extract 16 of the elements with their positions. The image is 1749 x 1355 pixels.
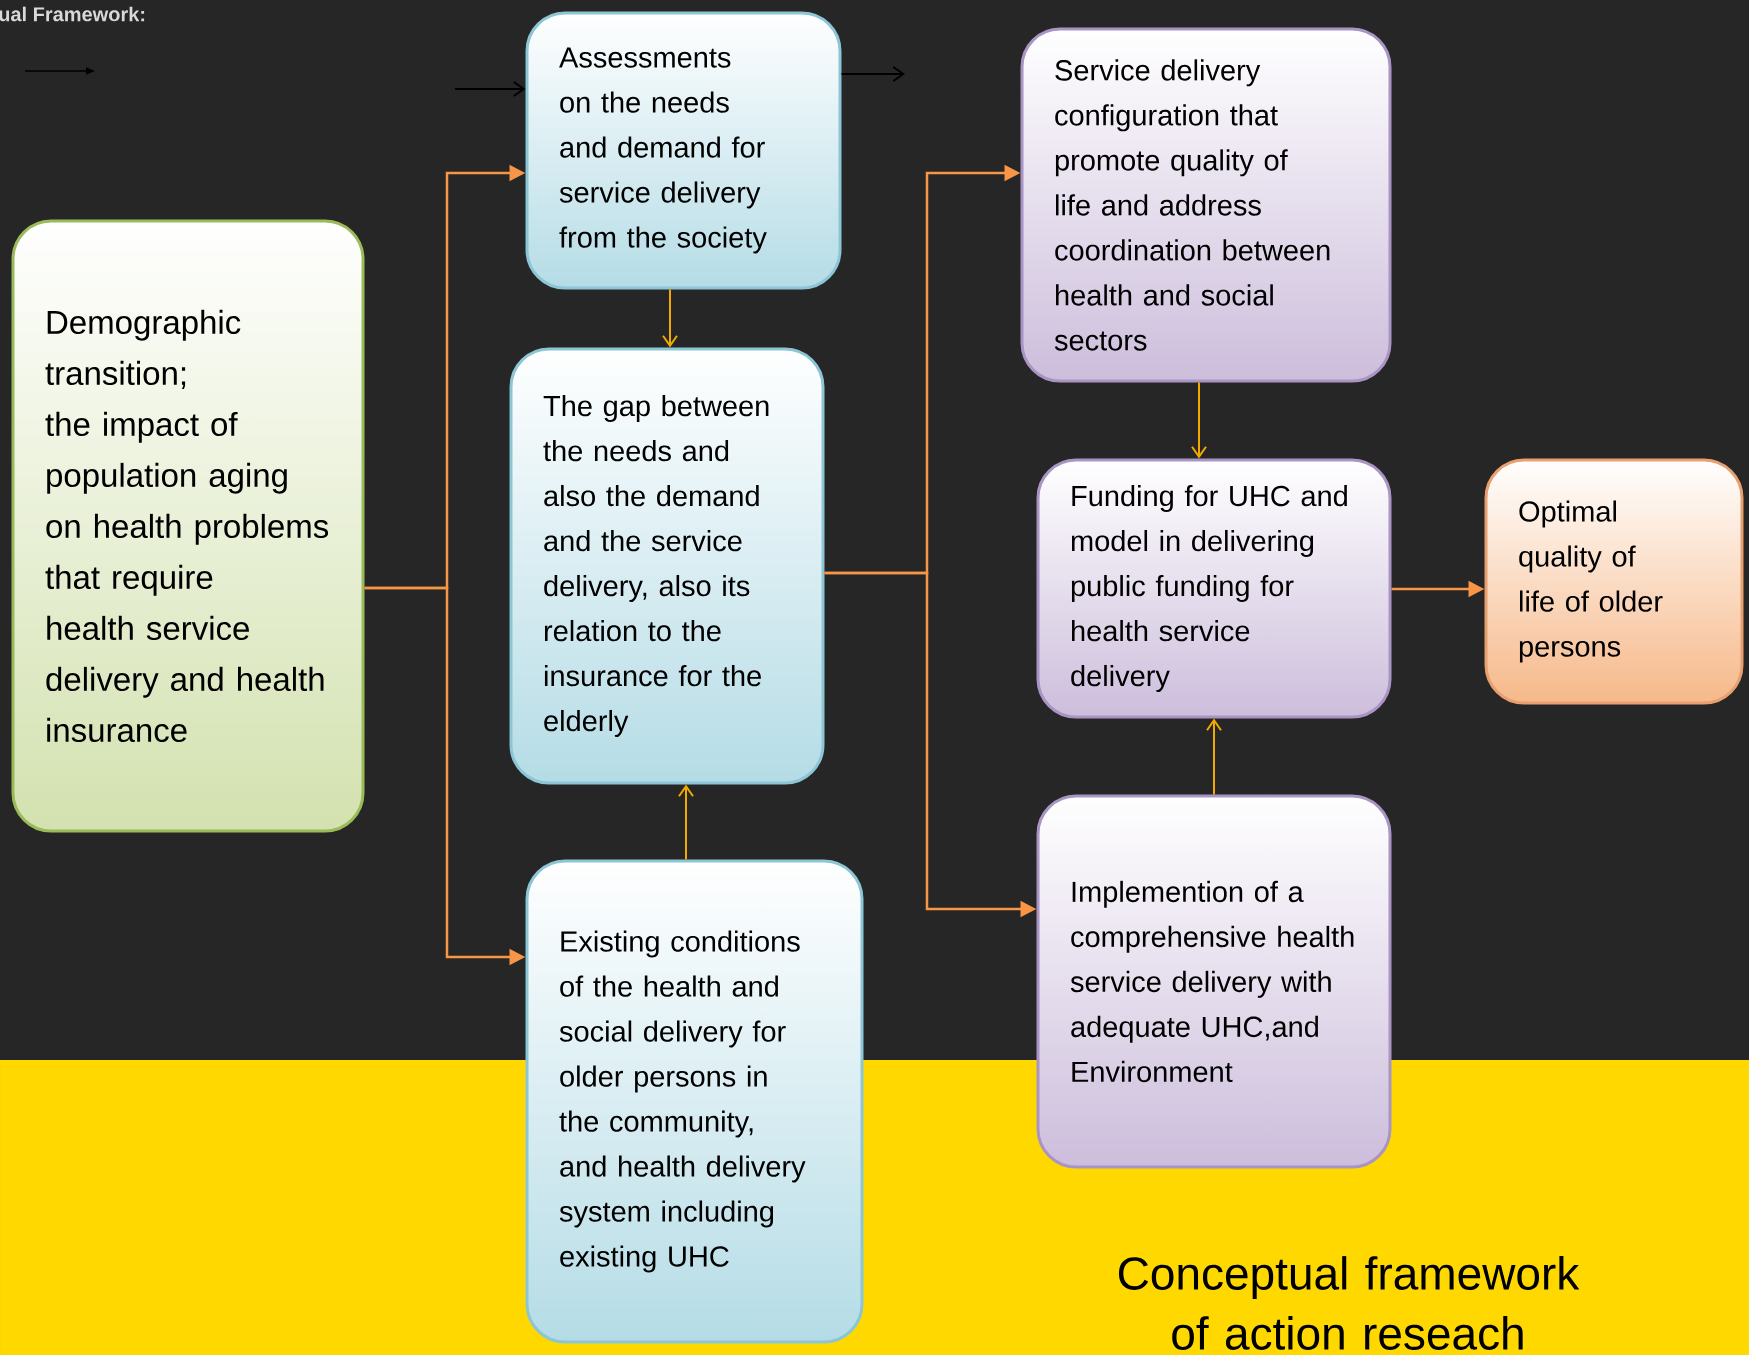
rounded-box: Implemention of a comprehensive health service delivery with adequate UHC,and Environment	[1036, 794, 1392, 1169]
arrow	[662, 288, 678, 348]
rounded-box: Optimal quality of life of older persons	[1484, 458, 1744, 705]
rounded-box: The gap between the needs and also the demand and the service delivery, also its relation to the insurance for the elderly	[509, 347, 825, 785]
caption-text: Conceptual framework of action reseach	[1118, 1256, 1580, 1350]
arrow	[1191, 381, 1207, 459]
rounded-box: Demographic transition; the impact of population aging on health problems that require health service delivery and health insurance	[11, 219, 365, 833]
heading-text: ual Framework:	[0, 6, 145, 22]
arrow	[454, 81, 526, 97]
rounded-box: Service delivery configuration that promote quality of life and address coordination between health and social sectors	[1020, 27, 1392, 383]
arrow	[678, 784, 694, 861]
rounded-box: Funding for UHC and model in delivering public funding for health service delivery	[1036, 458, 1392, 719]
arrow	[1206, 718, 1222, 796]
rounded-box: Assessments on the needs and demand for service delivery from the society	[525, 11, 842, 290]
arrow	[840, 66, 905, 82]
rounded-box: Existing conditions of the health and social delivery for older persons in the community, and health delivery system including existing UHC	[525, 859, 864, 1344]
